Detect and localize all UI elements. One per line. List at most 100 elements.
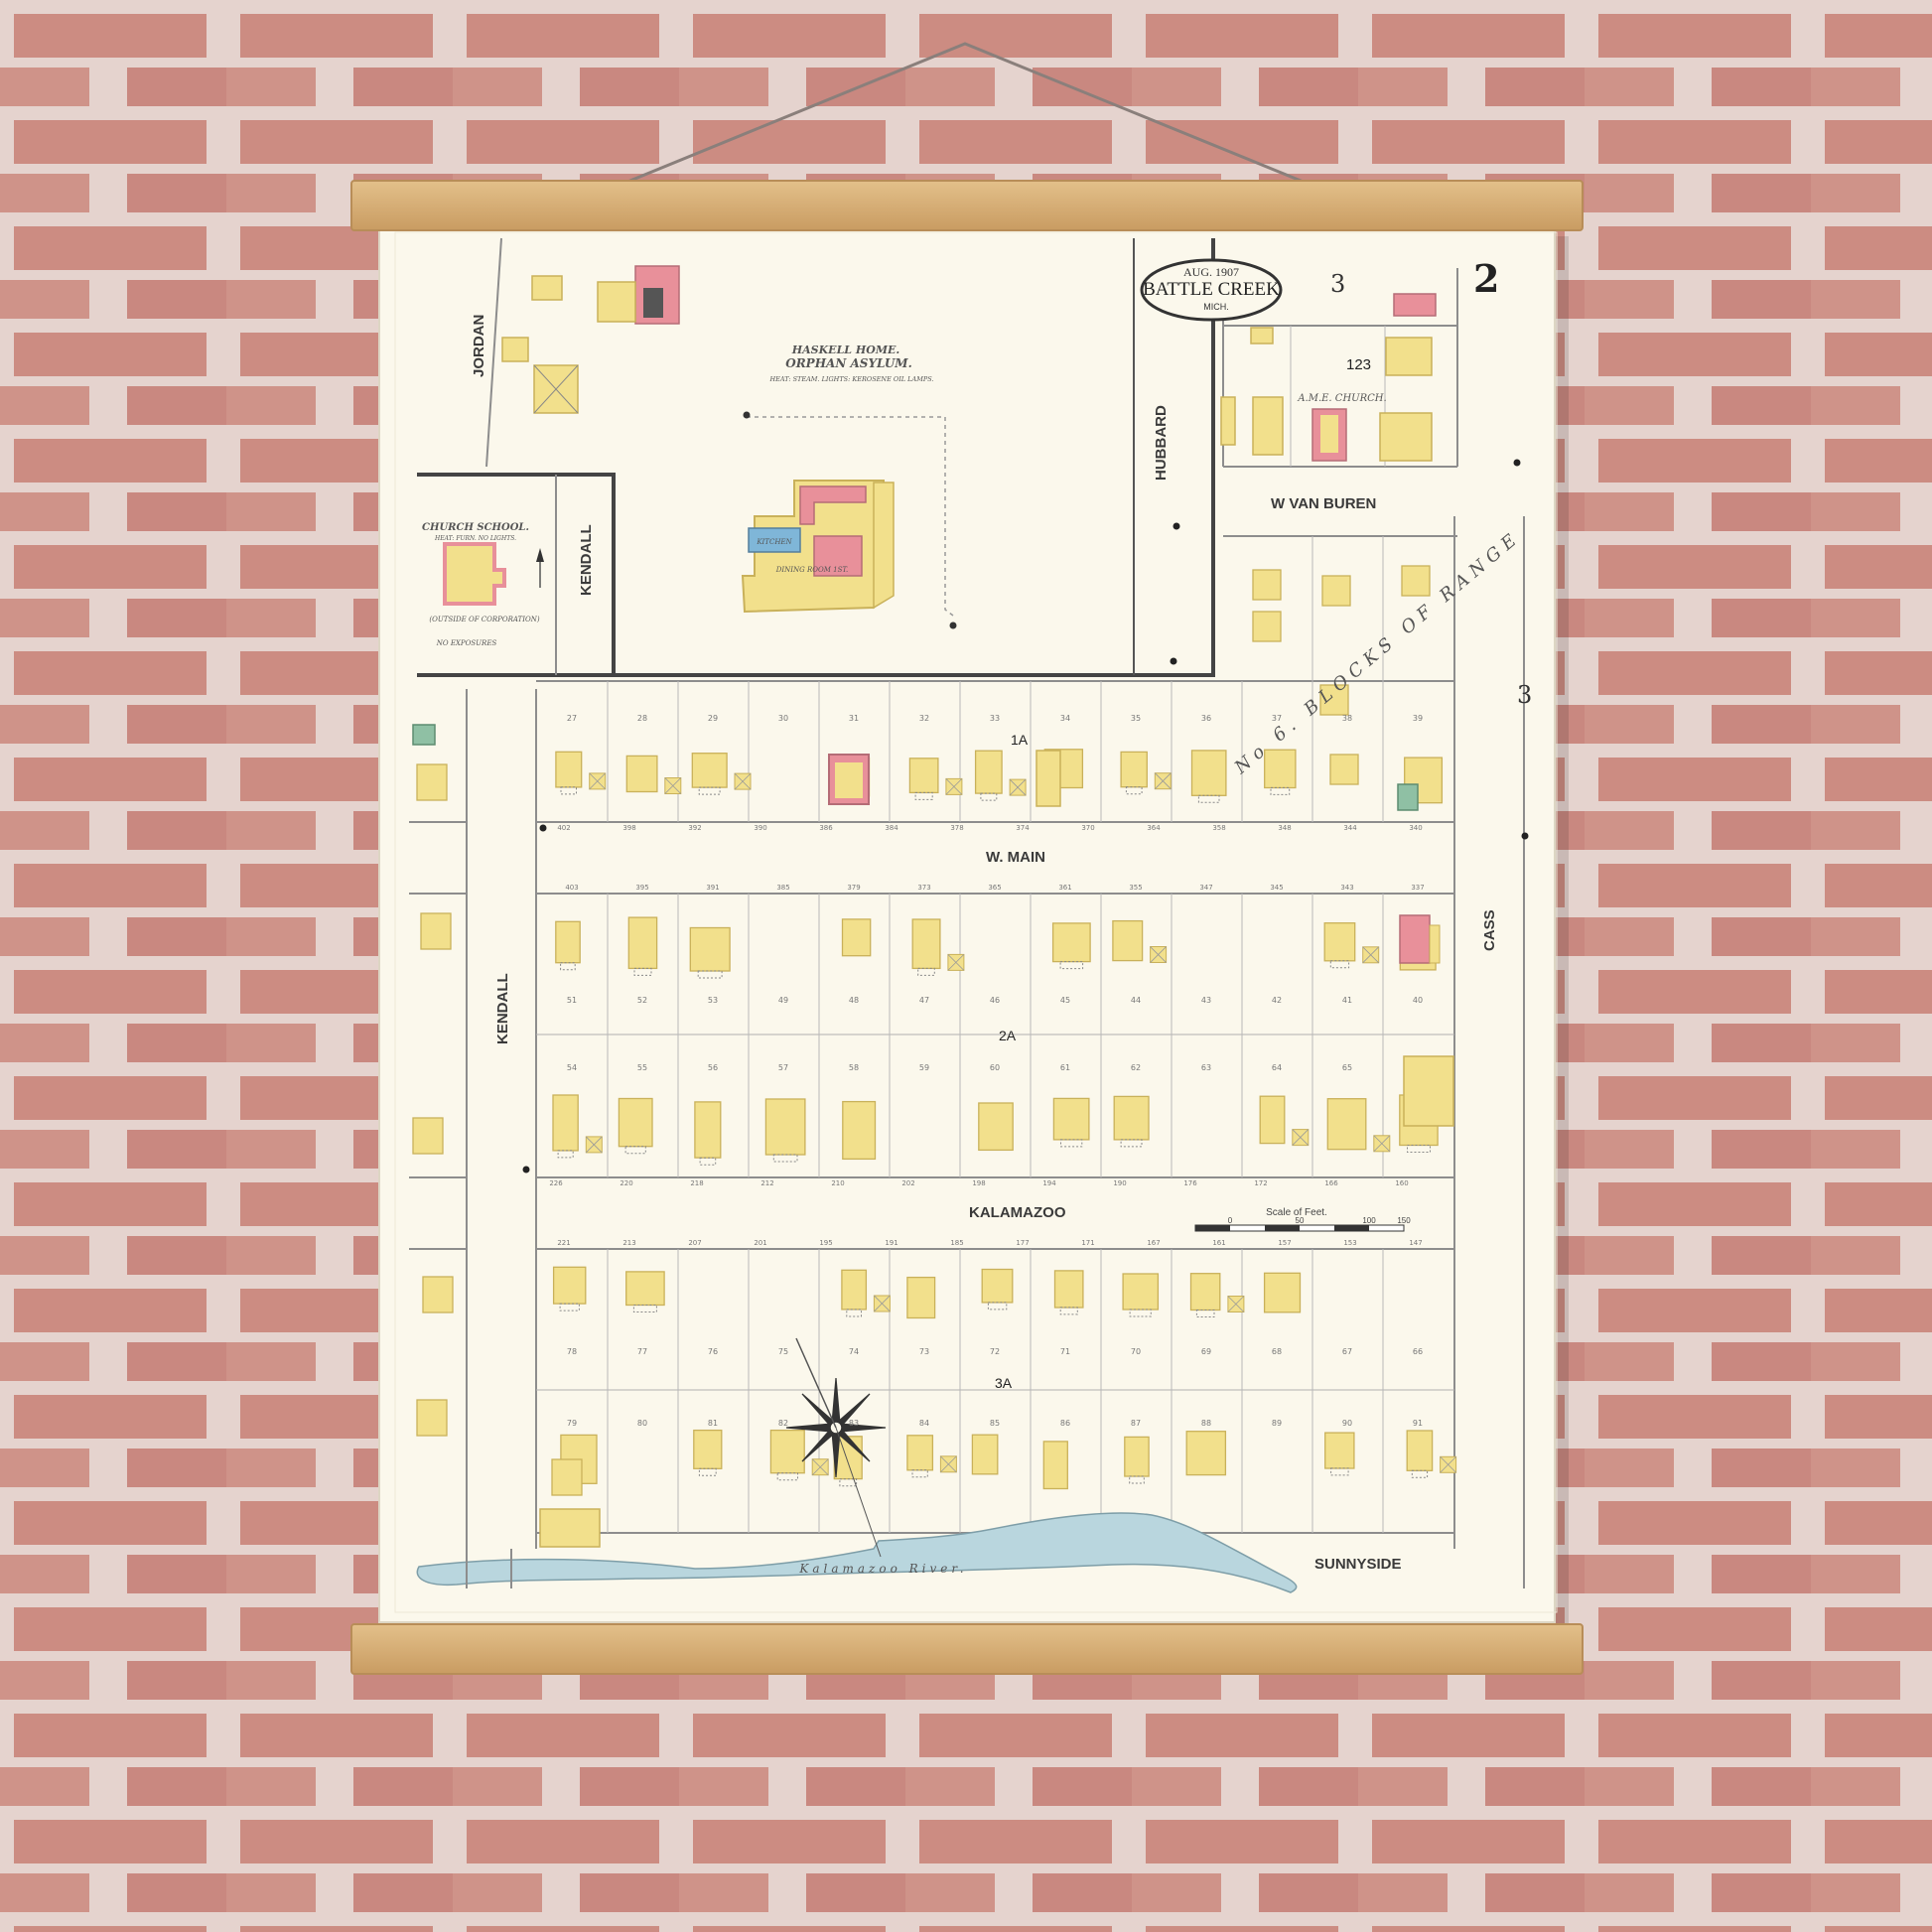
lots_row4-12: 66 bbox=[1413, 1347, 1423, 1356]
dwelling-footprint bbox=[974, 750, 1003, 794]
outside-corporation-label: (OUTSIDE OF CORPORATION) bbox=[429, 616, 539, 623]
dwelling-footprint bbox=[694, 1101, 722, 1159]
dwelling-footprint bbox=[911, 918, 941, 970]
porch-outline bbox=[911, 1469, 928, 1478]
porch-outline bbox=[557, 1150, 574, 1159]
addr_kalamazoo_north-4: 210 bbox=[831, 1179, 844, 1187]
no-exposures-label: NO EXPOSURES bbox=[436, 639, 497, 647]
lots_row1-10: 37 bbox=[1272, 714, 1282, 723]
porch-outline bbox=[1125, 786, 1143, 795]
addr_main_north-5: 384 bbox=[885, 824, 898, 832]
addr_main_south-7: 361 bbox=[1058, 884, 1071, 892]
addr_kalamazoo_south-13: 147 bbox=[1409, 1239, 1422, 1247]
lot-dividers bbox=[607, 326, 1386, 1533]
lots_row4-10: 68 bbox=[1272, 1347, 1282, 1356]
addr_kalamazoo_south-7: 177 bbox=[1016, 1239, 1029, 1247]
street-jordan: JORDAN bbox=[471, 315, 487, 377]
porch-outline bbox=[1197, 794, 1220, 803]
lots_row2-7: 45 bbox=[1060, 996, 1070, 1005]
street-hubbard: HUBBARD bbox=[1153, 405, 1170, 481]
lots_row4-0: 78 bbox=[567, 1347, 577, 1356]
addr_kalamazoo_north-1: 220 bbox=[620, 1179, 632, 1187]
lots_row1-5: 32 bbox=[919, 714, 929, 723]
dwelling-footprint bbox=[1189, 1273, 1221, 1311]
porch-outline bbox=[698, 1467, 717, 1476]
lots_row4-4: 74 bbox=[849, 1347, 859, 1356]
addr_kalamazoo_north-8: 190 bbox=[1113, 1179, 1126, 1187]
porch-outline bbox=[776, 1472, 799, 1481]
lots_row4-11: 67 bbox=[1342, 1347, 1352, 1356]
lots_row4-7: 71 bbox=[1060, 1347, 1070, 1356]
lots_row5-9: 88 bbox=[1201, 1419, 1211, 1428]
lots_row5-10: 89 bbox=[1272, 1419, 1282, 1428]
lots_row3-0: 54 bbox=[567, 1063, 577, 1072]
church-school-note: HEAT: FURN. NO LIGHTS. bbox=[434, 535, 516, 542]
addr_kalamazoo_north-12: 160 bbox=[1395, 1179, 1408, 1187]
porch-outline bbox=[987, 1302, 1008, 1311]
scale-tick-150: 150 bbox=[1397, 1216, 1411, 1225]
dwelling-footprint bbox=[416, 1399, 448, 1437]
porch-outline bbox=[624, 1146, 646, 1155]
block-label-1a: 1A bbox=[1011, 732, 1029, 748]
porch-outline bbox=[1330, 1467, 1349, 1476]
porch-outline bbox=[632, 1305, 657, 1312]
addr_kalamazoo_south-4: 195 bbox=[819, 1239, 832, 1247]
addr_main_north-6: 378 bbox=[950, 824, 963, 832]
scale-bar bbox=[1194, 1224, 1405, 1232]
dwelling-footprint bbox=[552, 1266, 587, 1305]
dwelling-footprint bbox=[1051, 922, 1091, 963]
porch-outline bbox=[1411, 1469, 1429, 1478]
addr_main_south-5: 373 bbox=[917, 884, 930, 892]
lots_row3-9: 63 bbox=[1201, 1063, 1211, 1072]
lots_row5-11: 90 bbox=[1342, 1419, 1352, 1428]
block-label-2a: 2A bbox=[999, 1028, 1017, 1043]
addr_main_north-11: 348 bbox=[1278, 824, 1291, 832]
dwelling-footprint bbox=[1326, 1098, 1367, 1151]
porch-outline bbox=[559, 1303, 580, 1311]
dwelling-footprint bbox=[971, 1434, 999, 1475]
addr_kalamazoo_north-0: 226 bbox=[549, 1179, 563, 1187]
lots_row3-1: 55 bbox=[637, 1063, 647, 1072]
street-kendall-top: KENDALL bbox=[578, 524, 595, 596]
addr_kalamazoo_north-6: 198 bbox=[972, 1179, 985, 1187]
lots_row1-11: 38 bbox=[1342, 714, 1352, 723]
outbuilding-cross bbox=[1362, 946, 1379, 964]
addr_kalamazoo_north-9: 176 bbox=[1183, 1179, 1197, 1187]
dwelling-footprint bbox=[625, 755, 658, 793]
dwelling-footprint bbox=[552, 1094, 579, 1152]
lots_row1-7: 34 bbox=[1060, 714, 1070, 723]
dwelling-footprint bbox=[1406, 1430, 1434, 1471]
addr_kalamazoo_south-12: 153 bbox=[1343, 1239, 1356, 1247]
lots_row5-4: 83 bbox=[849, 1419, 859, 1428]
church-school-label: CHURCH SCHOOL. bbox=[422, 522, 529, 533]
addr_main_south-2: 391 bbox=[706, 884, 719, 892]
church-school-building bbox=[443, 542, 506, 606]
outbuilding-cross bbox=[664, 777, 682, 794]
lots_row1-1: 28 bbox=[637, 714, 647, 723]
porch-outline bbox=[1195, 1310, 1215, 1317]
dwelling-footprint bbox=[842, 1100, 877, 1161]
top-wooden-rail bbox=[350, 180, 1584, 231]
dwelling-footprint bbox=[625, 1271, 665, 1307]
lots_row5-1: 80 bbox=[637, 1419, 647, 1428]
dwelling-footprint bbox=[841, 918, 872, 957]
lots_row2-12: 40 bbox=[1413, 996, 1423, 1005]
lots_row3-2: 56 bbox=[708, 1063, 718, 1072]
lots_row5-3: 82 bbox=[778, 1419, 788, 1428]
dwelling-footprint bbox=[551, 1458, 583, 1496]
addr_main_south-12: 337 bbox=[1411, 884, 1424, 892]
lots_row3-7: 61 bbox=[1060, 1063, 1070, 1072]
outbuilding-cross bbox=[734, 772, 752, 790]
compass-rose bbox=[785, 1337, 887, 1558]
dwelling-footprint bbox=[1185, 1431, 1227, 1476]
addr_main_south-3: 385 bbox=[776, 884, 789, 892]
lots_row4-6: 72 bbox=[990, 1347, 1000, 1356]
porch-outline bbox=[1120, 1139, 1143, 1148]
addr_kalamazoo_north-10: 172 bbox=[1254, 1179, 1267, 1187]
lots_row2-1: 52 bbox=[637, 996, 647, 1005]
outbuilding-cross bbox=[874, 1295, 891, 1312]
addr_kalamazoo_north-11: 166 bbox=[1324, 1179, 1338, 1187]
porch-outline bbox=[917, 967, 935, 976]
lots_row3-4: 58 bbox=[849, 1063, 859, 1072]
